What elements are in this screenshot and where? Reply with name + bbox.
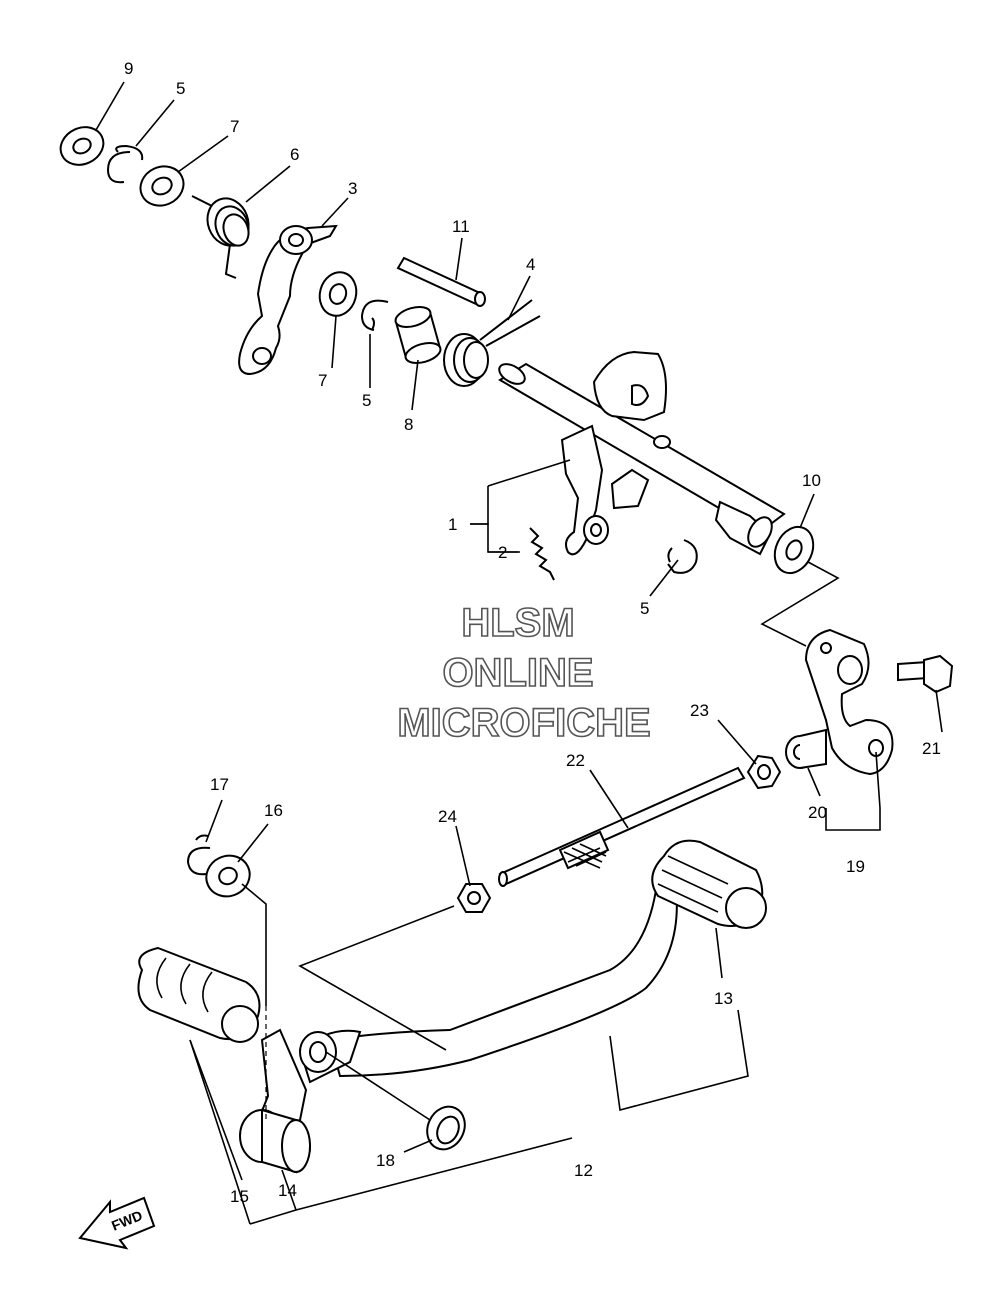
- callout-24: 24: [438, 807, 457, 826]
- washer-10[interactable]: [768, 521, 821, 580]
- callout-1: 1: [448, 515, 457, 534]
- watermark-line-1: HLSM: [461, 601, 574, 645]
- callout-20: 20: [808, 803, 827, 822]
- watermark-line-3: MICROFICHE: [397, 701, 650, 745]
- callout-5: 5: [362, 391, 371, 410]
- washer-16[interactable]: [200, 849, 257, 904]
- callout-22: 22: [566, 751, 585, 770]
- callout-6: 6: [290, 145, 299, 164]
- callout-12: 12: [574, 1161, 593, 1180]
- nut-24[interactable]: [456, 883, 492, 913]
- spring-4[interactable]: [443, 299, 541, 387]
- callout-21: 21: [922, 739, 941, 758]
- callout-5: 5: [640, 599, 649, 618]
- callout-7: 7: [318, 371, 327, 390]
- pivot-14[interactable]: [239, 1108, 311, 1174]
- shift-shaft-1[interactable]: [496, 350, 786, 556]
- rubber-13[interactable]: [651, 839, 767, 929]
- leader-lines: [95, 81, 943, 1225]
- callout-7: 7: [230, 117, 239, 136]
- washer-7-top[interactable]: [134, 159, 190, 212]
- callout-14: 14: [278, 1181, 297, 1200]
- shift-arm-3[interactable]: [238, 224, 338, 376]
- rod-22[interactable]: [498, 766, 746, 887]
- pin-11[interactable]: [396, 256, 486, 307]
- callout-5: 5: [176, 79, 185, 98]
- callout-16: 16: [264, 801, 283, 820]
- callout-3: 3: [348, 179, 357, 198]
- callout-23: 23: [690, 701, 709, 720]
- callout-10: 10: [802, 471, 821, 490]
- circlip-5-mid[interactable]: [360, 299, 389, 331]
- callout-17: 17: [210, 775, 229, 794]
- callout-9: 9: [124, 59, 133, 78]
- callout-4: 4: [526, 255, 535, 274]
- circlip-17[interactable]: [186, 834, 211, 876]
- callout-18: 18: [376, 1151, 395, 1170]
- collar-8[interactable]: [393, 303, 443, 366]
- callout-15: 15: [230, 1187, 249, 1206]
- callout-8: 8: [404, 415, 413, 434]
- spring-6[interactable]: [191, 193, 255, 279]
- washer-9[interactable]: [54, 120, 109, 171]
- callout-19: 19: [846, 857, 865, 876]
- callout-2: 2: [498, 543, 507, 562]
- spring-2[interactable]: [529, 527, 555, 581]
- washer-18[interactable]: [420, 1100, 471, 1155]
- watermark-line-2: ONLINE: [442, 651, 593, 695]
- assembly-lines: [241, 561, 840, 1121]
- circlip-5-top[interactable]: [106, 144, 144, 184]
- shift-arm-19[interactable]: [804, 628, 894, 776]
- callout-11: 11: [452, 217, 470, 236]
- fwd-arrow-icon: FWD: [78, 1196, 156, 1250]
- collar-20[interactable]: [785, 728, 827, 769]
- callout-13: 13: [714, 989, 733, 1008]
- callout-labels: 9 5 7 6 3 11 4 7 5 8 1 2 10 5 21 23 22 2…: [124, 59, 941, 1206]
- rubber-15[interactable]: [137, 946, 261, 1043]
- bolt-21[interactable]: [897, 654, 954, 694]
- washer-7-mid[interactable]: [315, 268, 361, 320]
